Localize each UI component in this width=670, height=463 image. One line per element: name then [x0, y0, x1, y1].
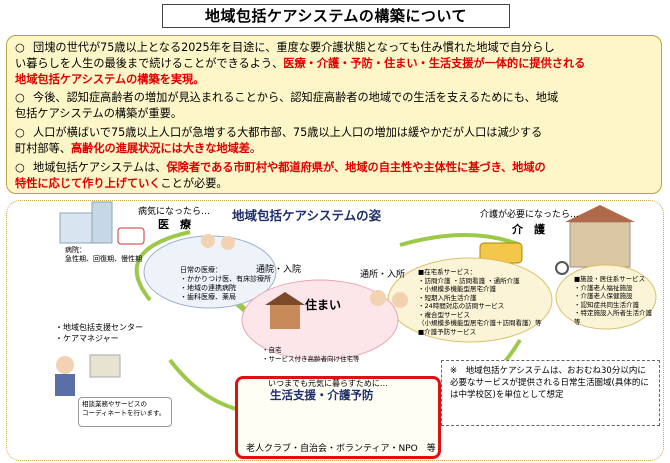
hospital-tower-icon [92, 202, 112, 243]
cycle-arrow [170, 360, 240, 410]
care-manager-icon [56, 356, 74, 374]
sumai-item: ・自宅 [262, 346, 360, 355]
hospital-list: 病院： 急性期、回復期、慢性期 [65, 246, 142, 264]
wheelchair-icon [556, 262, 568, 274]
care-manager-body [55, 374, 75, 396]
kaigo-home-item: ・短期入所生活介護 [418, 294, 542, 303]
care-facility-icon [570, 222, 630, 267]
kaigo-home-item: ・小規模多機能型居宅介護 [418, 285, 542, 294]
center-building-icon [90, 355, 120, 377]
hospital-item: 病院： [65, 246, 142, 255]
scope-note: ※ 地域包括ケアシステムは、おおむね30分以内に必要なサービスが提供される日常生… [441, 360, 660, 426]
sumai-label: 住まい [305, 300, 341, 311]
kaigo-home-item: ・24時間対応の訪問サービス [418, 302, 542, 311]
kaigo-caption: 介護が必要になったら… [480, 210, 579, 221]
kaigo-facility-list: ■施設・居住系サービス ・介護老人福祉施設 ・介護老人保健施設 ・認知症共同生活… [574, 275, 652, 326]
house-icon [270, 305, 300, 329]
kaigo-home-item: （小規模多機能型居宅介護＋訪問看護）等 [418, 319, 542, 328]
clinic-item: ・かかりつけ医、有床診療所 [180, 275, 271, 284]
kaigo-home-item: ・訪問介護 ・訪問看護 ・通所介護 [418, 277, 542, 286]
center-item: ・地域包括支援センター [55, 322, 143, 333]
sumai-item: ・サービス付き高齢者向け住宅等 [262, 355, 360, 364]
kaigo-label: 介 護 [512, 224, 545, 235]
kaigo-facility-item: 等 [574, 318, 652, 327]
kaigo-home-item: ■在宅系サービス： [418, 268, 542, 277]
kaigo-facility-item: ・特定施設入所者生活介護 [574, 309, 652, 318]
clinic-item: ・歯科医療、薬局 [180, 293, 271, 302]
elderly-icon [370, 290, 386, 306]
iryo-caption: 病気になったら… [138, 207, 210, 218]
yobo-footer: 老人クラブ・自治会・ボランティア・NPO 等 [246, 444, 436, 455]
center-item: ・ケアマネジャー [55, 333, 143, 344]
tsuin-label: 通院・入院 [256, 265, 301, 276]
doctor-icon [201, 234, 215, 248]
ambulance-icon [118, 228, 144, 244]
clinic-item: ・地域の連携病院 [180, 284, 271, 293]
kaigo-home-item: ・複合型サービス [418, 311, 542, 320]
tsusho-label: 通所・入所 [360, 270, 405, 281]
sumai-list: ・自宅 ・サービス付き高齢者向け住宅等 [262, 346, 360, 364]
elderly-icon [392, 292, 408, 308]
consult-text: 相談業務やサービスの [82, 400, 168, 409]
nurse-icon [221, 236, 235, 250]
kaigo-facility-item: ■施設・居住系サービス [574, 275, 652, 284]
center-list: ・地域包括支援センター ・ケアマネジャー [55, 322, 143, 344]
consult-text: コーディネートを行います。 [82, 409, 168, 418]
kaigo-facility-item: ・介護老人福祉施設 [574, 284, 652, 293]
kaigo-facility-item: ・認知症共同生活介護 [574, 301, 652, 310]
kaigo-home-list: ■在宅系サービス： ・訪問介護 ・訪問看護 ・通所介護 ・小規模多機能型居宅介護… [418, 268, 542, 336]
diagram-title: 地域包括ケアシステムの姿 [232, 205, 381, 224]
yobo-label: 生活支援・介護予防 [270, 390, 374, 401]
consult-callout: 相談業務やサービスの コーディネートを行います。 [78, 397, 172, 427]
kaigo-facility-item: ・介護老人保健施設 [574, 292, 652, 301]
hospital-item: 急性期、回復期、慢性期 [65, 255, 142, 264]
kaigo-home-item: ■介護予防サービス [418, 328, 542, 337]
iryo-label: 医 療 [158, 219, 191, 230]
